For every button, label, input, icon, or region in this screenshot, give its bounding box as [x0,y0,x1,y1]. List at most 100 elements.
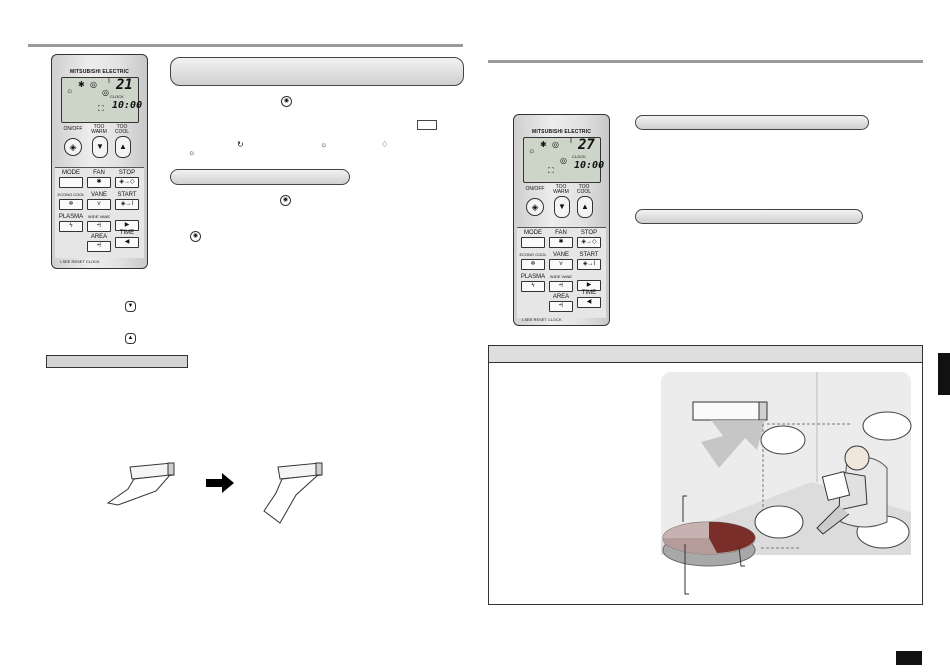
remote-control-left: MITSUBISHI ELECTRIC ☼ ✱ ◎ ◎ ⛶ I 21 CLOCK… [51,54,148,269]
on-off-label: ON/OFF [63,126,83,132]
fan-icon-right: ✱ [540,140,547,149]
mode-icon-2: ↻ [237,140,244,149]
chapter-index-tab [938,353,950,395]
start-button[interactable]: START◈→I [113,192,141,210]
page-number-box [896,651,922,665]
display-indicator-box [417,120,437,130]
i-see-icon-right: ◎ [552,140,559,149]
left-page-top-rule [28,44,463,47]
remote-button-grid: MODE FAN✱ STOP◈→◇ ECONO COOL❄ VANE⋎ STAR… [55,167,144,258]
time-back-button-right[interactable]: TIME◀ [575,290,603,308]
econo-cool-button-right[interactable]: ECONO COOL❄ [519,252,547,270]
airflow-arrow-before [106,474,172,506]
panel-header-bar [489,346,922,363]
too-cool-label: TOO COOL [114,124,130,135]
stop-button-right[interactable]: STOP◈→◇ [575,230,603,248]
mode-icon-4: ♢ [381,140,389,149]
indoor-unit-after [277,462,323,480]
mode-button[interactable]: MODE [57,170,85,188]
section-header-4 [635,209,863,224]
area-button-right[interactable]: AREA⩤ [547,294,575,312]
sub-section-label-box [46,355,188,368]
time-forward-button-right[interactable]: ▶ [575,274,603,291]
remote-footer-labels-right: I-SEE RESET CLOCK [522,317,562,322]
callout-bubble-top-left [760,425,806,455]
room-scene-illustration [661,372,912,595]
time-back-button[interactable]: TIME◀ [113,230,141,248]
pie-leader-line-right [738,545,745,567]
person-sitting-icon: ⛶ [98,104,104,113]
sun-icon: ☼ [66,86,74,95]
transition-arrow-icon [206,473,234,493]
airflow-arrow-after [263,474,320,524]
remote-footer-labels: I-SEE RESET CLOCK [60,259,100,264]
i-see-info-panel [488,345,923,605]
sensor-icon: ◎ [102,88,109,97]
indoor-unit-wall [692,401,768,421]
wide-vane-button[interactable]: WIDE VANE⩤ [85,214,113,232]
start-button-right[interactable]: START◈→I [575,252,603,270]
section-header-1 [170,57,464,86]
too-warm-button[interactable]: ▼ [92,136,108,158]
lcd-clock-label-right: CLOCK [572,154,586,159]
person-sitting-icon-right: ⛶ [548,166,554,175]
vane-button-right[interactable]: VANE⋎ [547,252,575,270]
too-warm-label-right: TOO WARM [553,184,569,195]
too-warm-button-right[interactable]: ▼ [554,196,570,218]
remote-brand-logo-right: MITSUBISHI ELECTRIC [531,129,592,135]
pie-chart-graphic [662,521,756,567]
mode-button-right[interactable]: MODE [519,230,547,248]
i-see-button-icon-2: ◉ [280,195,291,206]
sensor-icon-right: ◎ [560,156,567,165]
person-reading-figure [816,445,888,535]
thermometer-icon-right: I [570,138,572,145]
lcd-clock-label: CLOCK [110,94,124,99]
time-forward-button[interactable]: ▶ [113,214,141,231]
sun-icon-right: ☼ [528,146,536,155]
on-off-label-right: ON/OFF [525,186,545,192]
remote-control-right: MITSUBISHI ELECTRIC ☼ ✱ ◎ ◎ ⛶ I 27 CLOCK… [513,114,610,326]
on-off-button-right[interactable]: ◈ [526,198,544,216]
too-cool-button[interactable]: ▲ [115,136,131,158]
section-header-3 [635,115,869,130]
lcd-time-right: 10:00 [574,160,605,171]
wide-vane-button-right[interactable]: WIDE VANE⩤ [547,274,575,292]
lcd-temperature: 21 [116,77,133,93]
lcd-time: 10:00 [112,100,143,111]
mode-icon-1: ☼ [188,148,196,157]
fan-button-right[interactable]: FAN✱ [547,230,575,248]
on-off-button[interactable]: ◈ [64,138,82,156]
too-warm-label: TOO WARM [91,124,107,135]
too-cool-button-right[interactable]: ▲ [577,196,593,218]
i-see-button-icon: ◉ [281,96,292,107]
econo-cool-button[interactable]: ECONO COOL❄ [57,192,85,210]
thermometer-icon: I [108,78,110,85]
pie-leader-line-left-bottom [684,544,689,595]
remote-lcd-display-right: ☼ ✱ ◎ ◎ ⛶ I 27 CLOCK 10:00 [523,137,605,183]
callout-bubble-bottom-left [754,505,804,539]
vane-button[interactable]: VANE⋎ [85,192,113,210]
pie-leader-line-left-top [682,495,687,522]
airflow-shape [701,420,765,468]
warm-button-icon: ▼ [125,301,136,312]
remote-brand-logo: MITSUBISHI ELECTRIC [69,69,130,75]
i-see-button-icon-3: ◉ [190,231,201,242]
too-cool-label-right: TOO COOL [576,184,592,195]
area-button[interactable]: AREA⩤ [85,234,113,252]
stop-button[interactable]: STOP◈→◇ [113,170,141,188]
cool-button-icon: ▲ [125,333,136,344]
airflow-diagram [106,462,323,524]
remote-button-grid-right: MODE FAN✱ STOP◈→◇ ECONO COOL❄ VANE⋎ STAR… [517,227,606,318]
fan-button[interactable]: FAN✱ [85,170,113,188]
indoor-unit-before [129,462,175,480]
mode-icon-3: ☼ [320,140,328,149]
section-header-2 [170,169,350,185]
callout-bubble-top-right [862,411,912,441]
fan-icon: ✱ [78,80,85,89]
remote-lcd-display: ☼ ✱ ◎ ◎ ⛶ I 21 CLOCK 10:00 [61,77,143,123]
right-page-top-rule [488,60,923,63]
lcd-temperature-right: 27 [578,137,595,153]
i-see-icon: ◎ [90,80,97,89]
